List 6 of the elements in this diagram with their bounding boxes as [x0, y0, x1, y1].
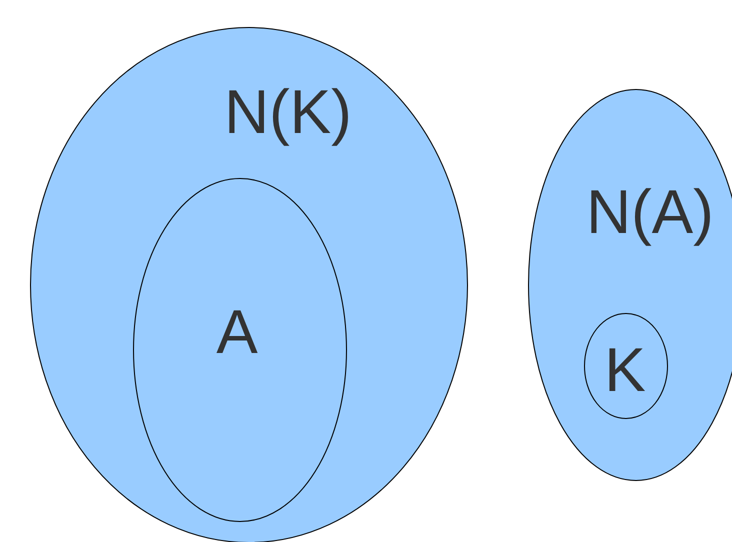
set-label: A	[216, 302, 258, 364]
set-ellipse	[584, 313, 668, 419]
set-label: N(K)	[224, 82, 352, 144]
set-label: N(A)	[586, 182, 714, 244]
set-ellipse	[133, 178, 347, 522]
set-label: K	[604, 340, 646, 402]
